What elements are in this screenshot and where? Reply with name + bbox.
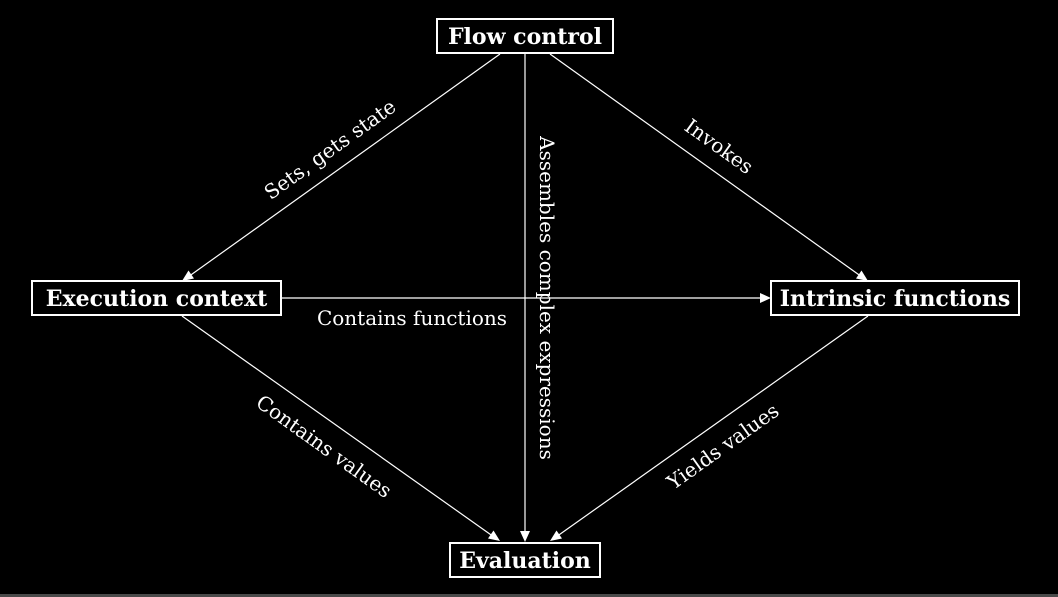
arrowhead-execution-context [182, 270, 194, 281]
node-intrinsic-functions: Intrinsic functions [770, 280, 1020, 316]
node-evaluation-box [449, 542, 601, 578]
edge-flow-to-intrinsic [549, 53, 863, 278]
edges [181, 53, 869, 542]
node-flow-control-label: Flow control [448, 24, 602, 50]
label-assembles-complex-expressions: Assembles complex expressions [535, 135, 559, 460]
node-intrinsic-functions-box [770, 280, 1020, 316]
edge-execution-to-evaluation [181, 315, 495, 538]
bottom-divider [0, 594, 1058, 597]
node-flow-control-box [436, 18, 614, 54]
node-execution-context-label: Execution context [46, 286, 268, 312]
edge-intrinsic-to-evaluation [555, 315, 869, 538]
node-execution-context: Execution context [31, 280, 282, 316]
node-evaluation: Evaluation [449, 542, 601, 578]
arrowhead-evaluation-right [550, 530, 562, 541]
node-intrinsic-functions-label: Intrinsic functions [780, 286, 1011, 312]
arrowhead-intrinsic-functions [856, 270, 868, 281]
node-execution-context-box [31, 280, 282, 316]
node-evaluation-label: Evaluation [459, 548, 591, 574]
node-flow-control: Flow control [436, 18, 614, 54]
arrowhead-evaluation-center [520, 531, 530, 542]
label-contains-functions: Contains functions [317, 306, 507, 330]
arrowhead-evaluation-left [488, 530, 500, 541]
edge-flow-to-execution [187, 53, 501, 278]
arrowhead-intrinsic-left [760, 293, 771, 303]
